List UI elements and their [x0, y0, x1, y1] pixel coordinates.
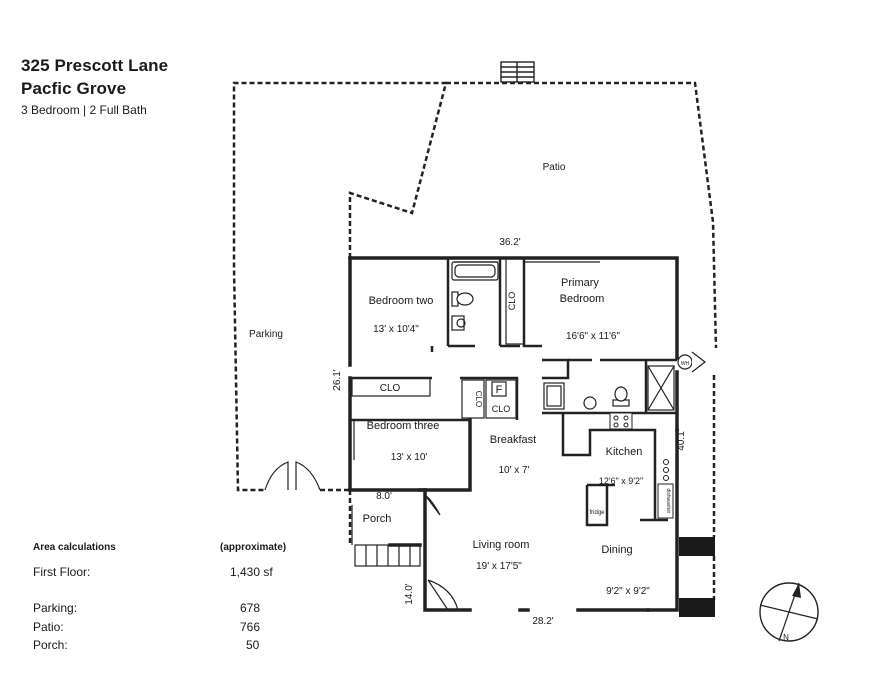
dining-dimensions: 9'2" x 9'2" — [606, 586, 650, 597]
dining-label: Dining — [601, 544, 632, 556]
compass-north-label: N — [783, 633, 789, 642]
area-label-first-floor: First Floor: — [33, 565, 91, 579]
bedroom-two-dimensions: 13' x 10'4" — [373, 324, 419, 335]
address-line-1: 325 Prescott Lane — [21, 56, 169, 75]
furnace-closet-label: CLO — [492, 404, 511, 414]
dishwasher-fixture — [657, 483, 674, 519]
exterior-pillar-top — [679, 537, 715, 556]
area-value-parking: 678 — [240, 601, 261, 615]
primary-toilet-icon — [612, 386, 630, 407]
toilet-icon — [451, 291, 474, 307]
tub-fixture — [451, 261, 499, 281]
compass-icon: N — [759, 582, 819, 642]
primary-sink-icon — [543, 382, 597, 410]
breakfast-label: Breakfast — [490, 434, 536, 446]
dimension-porch-width: 8.0' — [376, 491, 392, 502]
fridge-label: fridge — [589, 510, 605, 516]
bed-bath-summary: 3 Bedroom | 2 Full Bath — [21, 103, 147, 117]
breakfast-dimensions: 10' x 7' — [498, 465, 529, 476]
sink-icon — [451, 315, 466, 331]
area-value-porch: 50 — [246, 638, 260, 652]
area-qualifier: (approximate) — [220, 542, 287, 553]
porch-stairs — [354, 544, 421, 567]
chimney-icon — [500, 61, 535, 83]
kitchen-range-icon — [609, 412, 633, 430]
furnace-label: F — [496, 384, 503, 396]
primary-closet-label: CLO — [507, 292, 517, 311]
living-room-label: Living room — [473, 539, 530, 551]
dishwasher-label: dishwasher — [665, 488, 671, 514]
bedroom-two-label: Bedroom two — [369, 295, 434, 307]
door-swings — [264, 461, 459, 611]
living-room-dimensions: 19' x 17'5" — [476, 561, 522, 572]
patio-parking-boundary — [232, 81, 718, 600]
dimension-right: 40.1' — [676, 429, 687, 450]
patio-label: Patio — [543, 162, 566, 173]
kitchen-dimensions: 12'6" x 9'2" — [599, 476, 643, 486]
dimension-top: 36.2' — [499, 237, 520, 248]
exterior-pillar-bottom — [679, 598, 715, 617]
dimension-bottom: 28.2' — [532, 616, 553, 627]
furnace-icon — [491, 381, 507, 397]
primary-bedroom-dimensions: 16'6" x 11'6" — [566, 331, 621, 342]
shower-fixture — [647, 365, 675, 411]
water-heater-icon — [677, 351, 706, 373]
bedroom-three-closet-label: CLO — [380, 383, 401, 394]
bedroom-three-label: Bedroom three — [367, 420, 440, 432]
area-heading: Area calculations — [33, 542, 116, 553]
area-label-porch: Porch: — [33, 638, 68, 652]
parking-label: Parking — [249, 329, 283, 340]
area-label-parking: Parking: — [33, 601, 78, 615]
kitchen-label: Kitchen — [606, 446, 643, 458]
primary-bedroom-label-line1: Primary — [561, 277, 599, 289]
primary-bedroom-label-line2: Bedroom — [560, 293, 605, 305]
stove-icon — [663, 459, 669, 481]
dimension-left: 26.1' — [332, 369, 343, 390]
porch-label: Porch — [363, 513, 392, 525]
exterior-walls — [348, 256, 679, 612]
bedroom-three-dimensions: 13' x 10' — [391, 452, 428, 463]
hall-closet-label: CLO — [474, 391, 483, 407]
area-label-patio: Patio: — [33, 620, 64, 634]
dimension-porch-depth: 14.0' — [404, 583, 415, 604]
water-heater-label: WH — [681, 361, 690, 367]
address-line-2: Pacfic Grove — [21, 79, 127, 98]
area-value-first-floor: 1,430 sf — [230, 565, 273, 579]
area-value-patio: 766 — [240, 620, 261, 634]
